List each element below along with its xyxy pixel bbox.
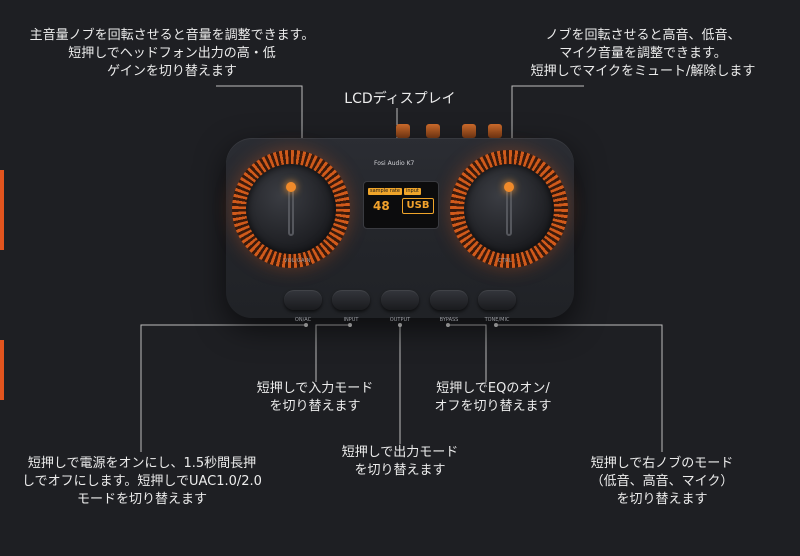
ctrl-callout-line1: ノブを回転させると高音、低音、 <box>545 28 741 43</box>
output-callout-line2: を切り替えます <box>354 463 446 478</box>
left-accent-bar-lower <box>0 340 4 400</box>
lcd-sample-rate-tab: sample rate <box>368 188 402 195</box>
volume-callout-line1: 主音量ノブを回転させると音量を調整できます。 <box>29 28 315 43</box>
power-button-label: ON/AC <box>294 317 312 323</box>
volume-callout-line2: 短押しでヘッドフォン出力の高・低 <box>68 46 276 61</box>
rear-jack <box>462 124 476 138</box>
output-button-callout: 短押しで出力モード を切り替えます <box>325 444 475 480</box>
input-button-label: INPUT <box>343 317 359 323</box>
lcd-input-tab: input <box>404 188 421 195</box>
power-callout-line3: モードを切り替えます <box>76 492 207 507</box>
power-button-callout: 短押しで電源をオンにし、1.5秒間長押 しでオフにします。短押しでUAC1.0/… <box>4 455 280 509</box>
tone-mic-button[interactable] <box>478 290 516 310</box>
output-callout-line1: 短押しで出力モード <box>341 445 459 460</box>
rear-jack <box>488 124 502 138</box>
ctrl-knob-cap <box>464 164 554 254</box>
ctrl-callout-line3: 短押しでマイクをミュート/解除します <box>530 64 756 79</box>
bypass-callout-line1: 短押しでEQのオン/ <box>436 381 550 396</box>
volume-knob[interactable] <box>232 150 350 268</box>
knob-led-icon <box>504 182 514 192</box>
output-button-label: OUTPUT <box>389 317 411 323</box>
lcd-display: sample rate input 48 USB <box>363 181 439 229</box>
ctrl-knob-callout: ノブを回転させると高音、低音、 マイク音量を調整できます。 短押しでマイクをミュ… <box>508 27 778 81</box>
rear-jack <box>396 124 410 138</box>
input-button[interactable] <box>332 290 370 310</box>
bypass-callout-line2: オフを切り替えます <box>434 399 552 414</box>
tone-callout-line3: を切り替えます <box>616 492 708 507</box>
knob-led-icon <box>286 182 296 192</box>
rear-jack <box>426 124 440 138</box>
volume-knob-cap <box>246 164 336 254</box>
ctrl-knob-label: CTRL <box>498 258 513 264</box>
audio-interface-device: VOL/GAIN CTRL Fosi Audio K7 sample rate … <box>226 124 574 323</box>
tone-callout-line1: 短押しで右ノブのモード <box>590 456 734 471</box>
bypass-button[interactable] <box>430 290 468 310</box>
lcd-sample-rate-value: 48 <box>373 199 390 213</box>
bypass-button-label: BYPASS <box>439 317 459 323</box>
brand-logo: Fosi Audio K7 <box>374 160 415 167</box>
volume-knob-callout: 主音量ノブを回転させると音量を調整できます。 短押しでヘッドフォン出力の高・低 … <box>12 27 332 81</box>
power-callout-line1: 短押しで電源をオンにし、1.5秒間長押 <box>27 456 257 471</box>
ctrl-callout-line2: マイク音量を調整できます。 <box>559 46 727 61</box>
lcd-input-value: USB <box>402 198 434 214</box>
power-callout-line2: しでオフにします。短押しでUAC1.0/2.0 <box>22 474 262 489</box>
input-callout-line1: 短押しで入力モード <box>256 381 374 396</box>
volume-knob-label: VOL/GAIN <box>284 258 311 264</box>
tone-callout-line2: （低音、高音、マイク） <box>590 474 734 489</box>
lcd-callout: LCDディスプレイ <box>320 90 480 108</box>
input-button-callout: 短押しで入力モード を切り替えます <box>240 380 390 416</box>
input-callout-line2: を切り替えます <box>269 399 361 414</box>
tone-mic-button-label: TONE/MIC <box>484 317 510 323</box>
left-accent-bar <box>0 170 4 250</box>
tone-button-callout: 短押しで右ノブのモード （低音、高音、マイク） を切り替えます <box>582 455 742 509</box>
output-button[interactable] <box>381 290 419 310</box>
ctrl-knob[interactable] <box>450 150 568 268</box>
power-button[interactable] <box>284 290 322 310</box>
volume-callout-line3: ゲインを切り替えます <box>107 64 237 79</box>
lcd-callout-title: LCDディスプレイ <box>344 91 456 107</box>
bypass-button-callout: 短押しでEQのオン/ オフを切り替えます <box>418 380 568 416</box>
